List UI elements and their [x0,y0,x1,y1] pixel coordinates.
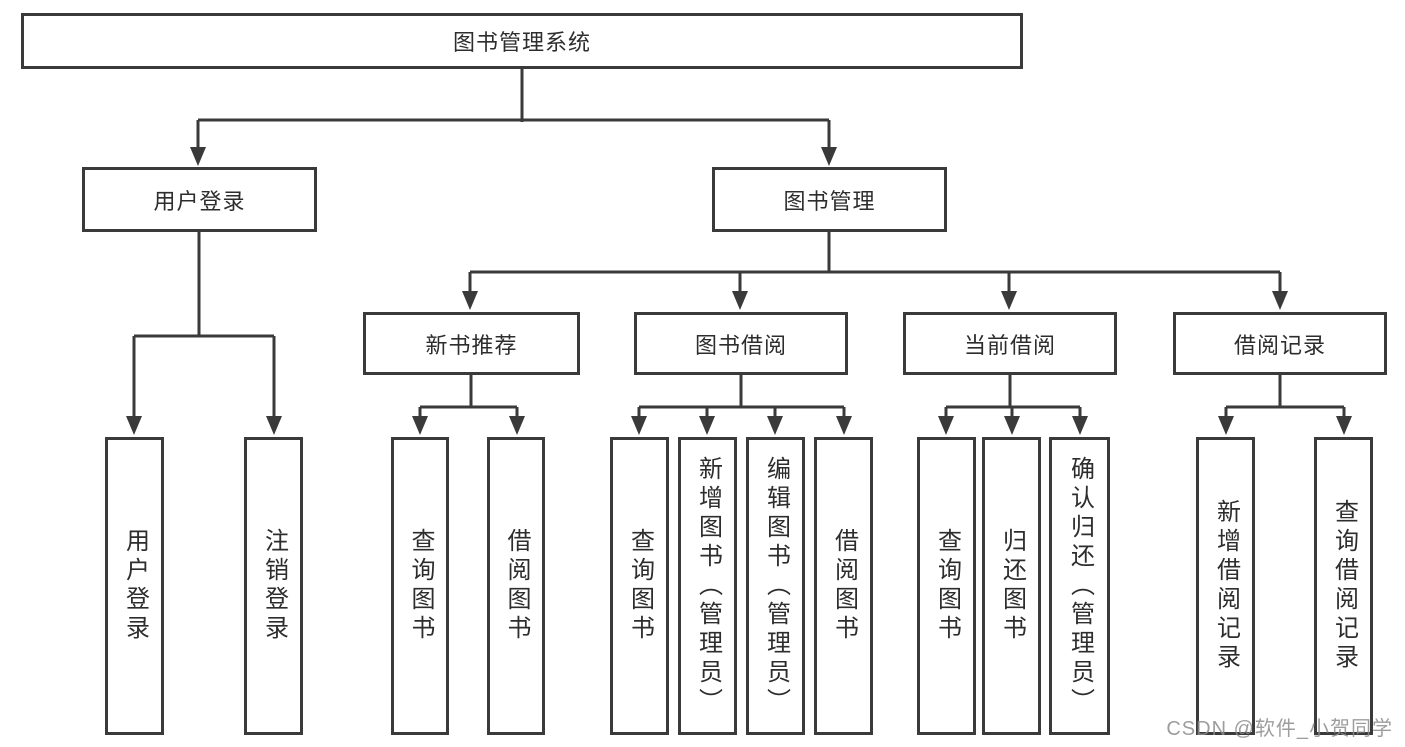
leaf-add-books-admin: 新增图书（管理员） [678,437,737,735]
node-user-login: 用户登录 [82,167,317,232]
leaf-current-query-books: 查询图书 [917,437,976,735]
leaf-add-books-admin-label: 新增图书（管理员） [694,455,722,717]
leaf-logout: 注销登录 [244,437,303,735]
node-user-login-label: 用户登录 [153,188,246,214]
node-new-book-recommend: 新书推荐 [363,312,580,375]
leaf-user-login: 用户登录 [105,437,164,735]
leaf-user-login-label: 用户登录 [121,528,149,644]
leaf-recommend-borrow-books: 借阅图书 [487,437,545,735]
leaf-confirm-return-admin-label: 确认归还（管理员） [1066,455,1094,717]
node-book-management-label: 图书管理 [783,188,876,214]
node-borrowing-records-label: 借阅记录 [1233,332,1326,358]
node-book-borrowing: 图书借阅 [634,312,848,375]
leaf-borrowing-borrow-books: 借阅图书 [814,437,873,735]
leaf-borrowing-query-books-label: 查询图书 [626,528,654,644]
leaf-return-books: 归还图书 [982,437,1041,735]
watermark: CSDN @软件_小贺同学 [1166,718,1393,740]
node-current-borrowing: 当前借阅 [903,312,1117,375]
node-new-book-recommend-label: 新书推荐 [425,332,518,358]
node-root-label: 图书管理系统 [452,30,591,55]
leaf-current-query-books-label: 查询图书 [933,528,961,644]
leaf-confirm-return-admin: 确认归还（管理员） [1049,437,1110,735]
node-borrowing-records: 借阅记录 [1173,312,1387,375]
leaf-add-borrow-record: 新增借阅记录 [1196,437,1255,735]
node-book-management: 图书管理 [712,167,947,232]
leaf-borrowing-query-books: 查询图书 [610,437,669,735]
leaf-recommend-query-books-label: 查询图书 [407,528,434,644]
leaf-query-borrow-record: 查询借阅记录 [1314,437,1373,735]
leaf-edit-books-admin-label: 编辑图书（管理员） [762,455,790,717]
leaf-query-borrow-record-label: 查询借阅记录 [1330,499,1358,673]
leaf-borrowing-borrow-books-label: 借阅图书 [830,528,858,644]
leaf-edit-books-admin: 编辑图书（管理员） [746,437,805,735]
leaf-return-books-label: 归还图书 [998,528,1026,644]
leaf-recommend-borrow-books-label: 借阅图书 [503,528,530,644]
node-root: 图书管理系统 [21,13,1023,69]
leaf-logout-label: 注销登录 [260,528,288,644]
leaf-recommend-query-books: 查询图书 [391,437,449,735]
node-book-borrowing-label: 图书借阅 [694,332,787,358]
node-current-borrowing-label: 当前借阅 [963,332,1056,358]
leaf-add-borrow-record-label: 新增借阅记录 [1212,499,1240,673]
